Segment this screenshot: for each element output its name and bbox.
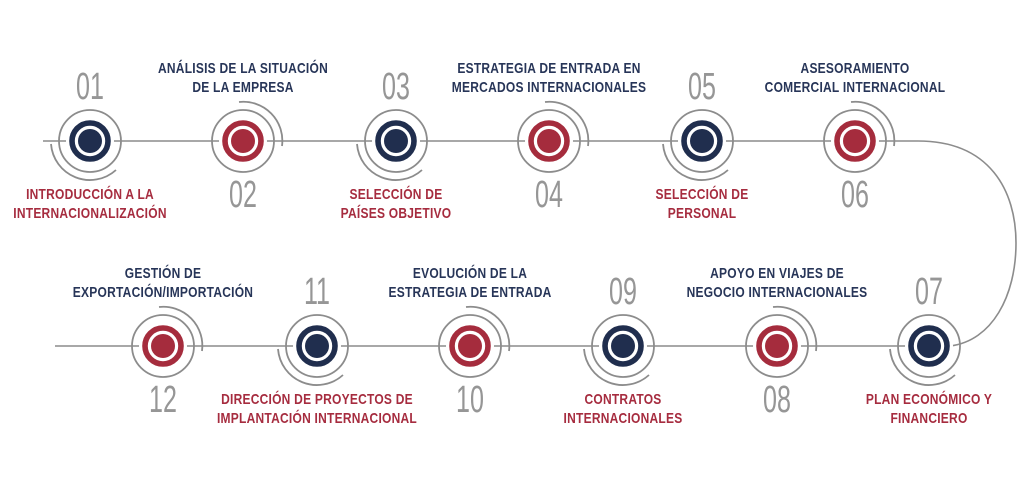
step-number: 09: [609, 271, 637, 313]
step-number: 10: [456, 379, 484, 421]
step-label: SELECCIÓN DE PAÍSES OBJETIVO: [340, 186, 452, 222]
step-number: 12: [149, 379, 177, 421]
step-number: 06: [841, 174, 869, 216]
step-marker-icon: [131, 305, 204, 378]
step-marker-icon: [889, 314, 961, 386]
step-label: ASESORAMIENTO COMERCIAL INTERNACIONAL: [764, 60, 946, 96]
step-marker-icon: [823, 100, 896, 173]
step-number: 04: [535, 174, 563, 216]
step-label: EVOLUCIÓN DE LA ESTRATEGIA DE ENTRADA: [388, 265, 552, 301]
step-number: 03: [382, 66, 410, 108]
step-label: ESTRATEGIA DE ENTRADA EN MERCADOS INTERN…: [451, 60, 647, 96]
step-label: SELECCIÓN DE PERSONAL: [655, 186, 749, 222]
step-marker-icon: [438, 305, 511, 378]
step-number: 01: [76, 66, 104, 108]
step-number: 05: [688, 66, 716, 108]
step-number: 02: [229, 174, 257, 216]
step-marker-icon: [277, 314, 349, 386]
step-label: DIRECCIÓN DE PROYECTOS DE IMPLANTACIÓN I…: [216, 391, 417, 427]
step-marker-icon: [50, 109, 122, 181]
timeline-path: [43, 140, 1017, 347]
step-marker-icon: [517, 100, 590, 173]
step-marker-icon: [356, 109, 428, 181]
step-label: INTRODUCCIÓN A LA INTERNACIONALIZACIÓN: [13, 186, 167, 222]
step-marker-icon: [745, 305, 818, 378]
step-number: 08: [763, 379, 791, 421]
step-number: 07: [915, 271, 943, 313]
step-label: PLAN ECONÓMICO Y FINANCIERO: [865, 391, 993, 427]
step-marker-icon: [662, 109, 734, 181]
step-label: APOYO EN VIAJES DE NEGOCIO INTERNACIONAL…: [686, 265, 868, 301]
step-number: 11: [303, 271, 331, 313]
step-marker-icon: [211, 100, 284, 173]
step-label: GESTIÓN DE EXPORTACIÓN/IMPORTACIÓN: [72, 265, 254, 301]
step-marker-icon: [583, 314, 655, 386]
step-label: ANÁLISIS DE LA SITUACIÓN DE LA EMPRESA: [158, 60, 328, 96]
step-label: CONTRATOS INTERNACIONALES: [563, 391, 683, 427]
